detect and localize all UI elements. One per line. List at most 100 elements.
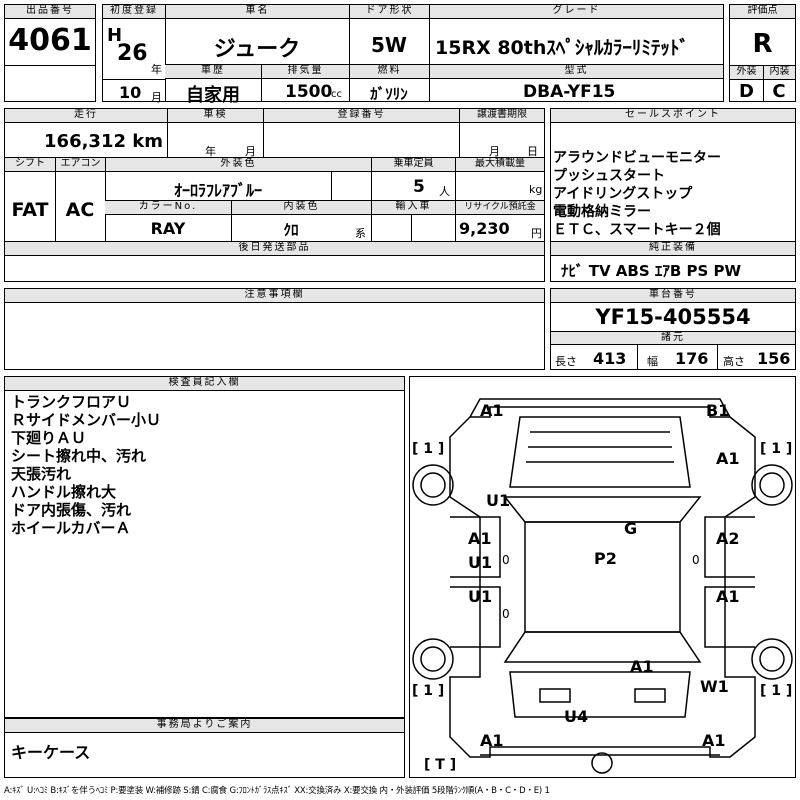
recycle-value: 9,230 — [459, 219, 510, 238]
dmg-left-front-door-u: U1 — [468, 553, 493, 572]
int-color-unit: 系 — [355, 227, 366, 240]
car-name-header: 車名 — [165, 5, 349, 19]
grade-header: グレード — [429, 5, 723, 19]
first-reg-header: 初度登録 — [103, 5, 165, 19]
height-value: 156 — [757, 349, 791, 368]
dmg-rear-bumper-right: A1 — [702, 731, 726, 750]
aircon-value: AC — [65, 199, 95, 221]
grade: 15RX 80thｽﾍﾟｼｬﾙｶﾗｰﾘﾐﾃｯﾄﾞ — [435, 37, 689, 59]
tire-front-right: [ 1 ] — [760, 441, 793, 457]
length-label: 長さ — [555, 355, 577, 368]
load-unit: kg — [529, 183, 543, 196]
inspector-note-item: ホイールカバーＡ — [11, 519, 131, 537]
recycle-header: リサイクル預託金 — [455, 201, 544, 215]
height-label: 高さ — [723, 355, 745, 368]
notes-header: 注意事項欄 — [5, 289, 544, 303]
door-header: ドア形状 — [349, 5, 429, 19]
exterior-grade: D — [739, 81, 754, 102]
reg-month: 10 — [119, 83, 142, 102]
tire-rear-right: [ 1 ] — [760, 683, 793, 699]
int-color-value: ｸﾛ — [283, 221, 299, 239]
legend-text: A:ｷｽﾞ U:ﾍｺﾐ B:ｷｽﾞを伴うﾍｺﾐ P:要塗装 W:補修跡 S:錆 … — [4, 786, 550, 796]
mark-0-a: 0 — [502, 553, 510, 567]
genuine-header: 純正装備 — [551, 242, 795, 256]
inspector-note-item: 下廻りＡＵ — [11, 429, 87, 447]
era: H — [107, 25, 123, 46]
mileage-value: 166,312 km — [44, 131, 163, 152]
lot-header: 出品番号 — [5, 5, 95, 19]
dmg-left-fender: U1 — [486, 491, 511, 510]
transfer-header: 譲渡書期限 — [459, 109, 544, 123]
model-header: 型式 — [429, 65, 723, 79]
inspector-note-item: シート擦れ中、汚れ — [11, 447, 147, 465]
inspector-note-item: トランクフロアＵ — [11, 393, 132, 411]
specs-header: 諸元 — [551, 331, 795, 345]
shift-header: シフト — [5, 158, 55, 172]
chassis-box: 車台番号 YF15-405554 諸元 長さ 413 幅 176 高さ 156 — [550, 288, 796, 370]
dmg-right-fender: A1 — [716, 449, 740, 468]
tire-front-left: [ 1 ] — [412, 441, 445, 457]
exterior-header: 外装 — [730, 66, 763, 80]
interior-grade: C — [772, 81, 786, 102]
displacement: 1500 — [285, 82, 333, 102]
capacity-value: 5 — [413, 177, 425, 197]
car-outline — [412, 398, 793, 774]
width-label: 幅 — [647, 355, 658, 368]
office-box: 事務局よりご案内 キーケース — [4, 718, 405, 778]
sales-point-header: セールスポイント — [551, 109, 795, 123]
shift-value: FAT — [11, 199, 49, 221]
inspector-header: 検査員記入欄 — [5, 377, 404, 391]
mark-0-b: 0 — [692, 553, 700, 567]
dmg-front-left-bumper: A1 — [480, 401, 504, 420]
inspector-note-item: ハンドル擦れ大 — [11, 483, 117, 501]
later-parts-box: 後日発送部品 — [4, 241, 545, 282]
fuel-header: 燃料 — [349, 65, 429, 79]
car-name: ジューク — [213, 37, 301, 62]
score-value: R — [752, 29, 773, 59]
max-load-header: 最大積載量 — [455, 158, 544, 172]
inspector-note-item: 天張汚れ — [11, 465, 72, 483]
width-value: 176 — [675, 349, 709, 368]
color-no-header: カラーNo. — [105, 201, 231, 215]
dmg-trunk: A1 — [630, 657, 654, 676]
sales-point-item: アラウンドビューモニター — [553, 150, 721, 166]
year-unit: 年 — [151, 63, 162, 76]
later-parts-header: 後日発送部品 — [5, 242, 544, 256]
main-spec-box: 初度登録 車名 ドア形状 グレード H 26 年 ジューク 5W 15RX 80… — [102, 4, 724, 106]
month-unit: 月 — [151, 91, 162, 104]
inspector-note-item: Ｒサイドメンバー小Ｕ — [11, 411, 162, 429]
recycle-unit: 円 — [531, 227, 542, 240]
genuine-equipment: ﾅﾋﾞ TV ABS ｴｱB PS PW — [561, 262, 742, 280]
dmg-rear-bumper-center: U4 — [564, 707, 589, 726]
score-header: 評価点 — [730, 5, 795, 19]
color-no-value: RAY — [150, 219, 186, 238]
tire-rear-left: [ 1 ] — [412, 683, 445, 699]
sales-point-item: 電動格納ミラー — [553, 204, 651, 220]
genuine-box: 純正装備 ﾅﾋﾞ TV ABS ｴｱB PS PW — [550, 241, 796, 282]
dmg-right-rear-door: A1 — [716, 587, 740, 606]
fuel-type: ｶﾞｿﾘﾝ — [370, 85, 408, 103]
import-header: 輸入車 — [371, 201, 455, 215]
door-type: 5W — [371, 33, 407, 57]
mileage-header: 走行 — [5, 109, 167, 123]
notes-box: 注意事項欄 — [4, 288, 545, 370]
reg-year: 26 — [117, 41, 148, 66]
ext-color-value: ｵｰﾛﾗﾌﾚｱﾌﾞﾙｰ — [173, 181, 262, 200]
dmg-left-front-door-a: A1 — [468, 529, 492, 548]
inspector-note-item: ドア内張傷、汚れ — [11, 501, 132, 519]
interior-header: 内装 — [763, 66, 795, 80]
aircon-header: エアコン — [55, 158, 105, 172]
dmg-rear-right: W1 — [700, 677, 729, 696]
chassis-number: YF15-405554 — [595, 305, 751, 329]
reg-no-header: 登録番号 — [263, 109, 459, 123]
spare-tire-label: [ T ] — [424, 757, 457, 773]
score-box: 評価点 R 外装 内装 D C — [729, 4, 796, 102]
dmg-front-right-bumper: B1 — [706, 401, 730, 420]
inspection-year-unit: 年 — [205, 145, 216, 158]
dmg-roof: P2 — [594, 549, 617, 568]
lot-box: 出品番号 4061 — [4, 4, 96, 102]
transfer-day-unit: 日 — [527, 145, 538, 158]
history-header: 車歴 — [165, 65, 261, 79]
displacement-unit: cc — [331, 89, 342, 100]
